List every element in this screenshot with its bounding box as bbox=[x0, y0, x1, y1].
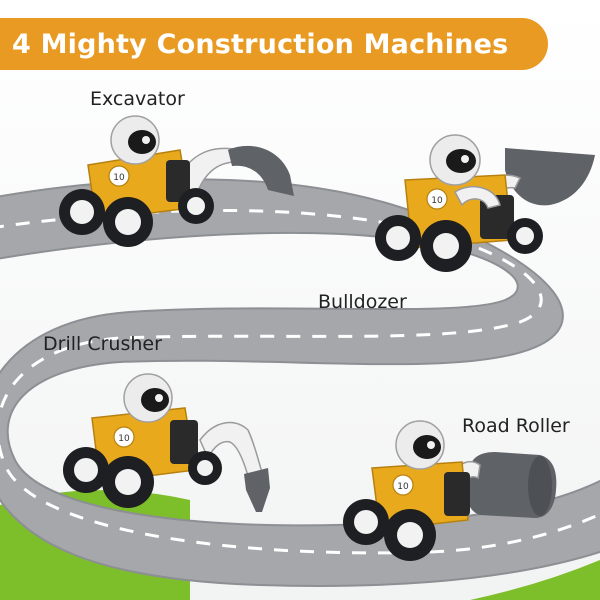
grass-right bbox=[470, 560, 600, 600]
road bbox=[0, 178, 600, 587]
label-excavator: Excavator bbox=[90, 88, 185, 110]
drill-crusher-drill-arm bbox=[199, 421, 270, 512]
road-roller-number: 10 bbox=[397, 482, 409, 492]
banner-title: 4 Mighty Construction Machines bbox=[12, 28, 509, 60]
bulldozer-wheels bbox=[375, 215, 543, 272]
label-road-roller: Road Roller bbox=[462, 415, 570, 437]
drill-crusher-toy: 10 bbox=[63, 373, 270, 512]
excavator-number: 10 bbox=[113, 173, 125, 183]
label-bulldozer: Bulldozer bbox=[318, 291, 407, 313]
drill-crusher-wheels bbox=[63, 447, 222, 508]
road-roller-toy: 10 bbox=[343, 420, 557, 561]
excavator-driver-helmet bbox=[110, 115, 160, 165]
bulldozer-driver-helmet bbox=[429, 134, 481, 186]
drill-crusher-driver-helmet bbox=[123, 373, 173, 423]
road-roller-wheels bbox=[343, 499, 436, 561]
label-drill-crusher: Drill Crusher bbox=[43, 333, 162, 355]
drill-crusher-number: 10 bbox=[118, 434, 130, 444]
bulldozer-toy: 10 bbox=[375, 134, 595, 272]
bulldozer-number: 10 bbox=[431, 196, 443, 206]
road-roller-driver-helmet bbox=[395, 420, 445, 470]
excavator-toy: 10 bbox=[59, 115, 294, 247]
excavator-wheels bbox=[59, 188, 214, 247]
title-banner: 4 Mighty Construction Machines bbox=[0, 18, 548, 70]
excavator-bucket-arm bbox=[174, 145, 294, 200]
